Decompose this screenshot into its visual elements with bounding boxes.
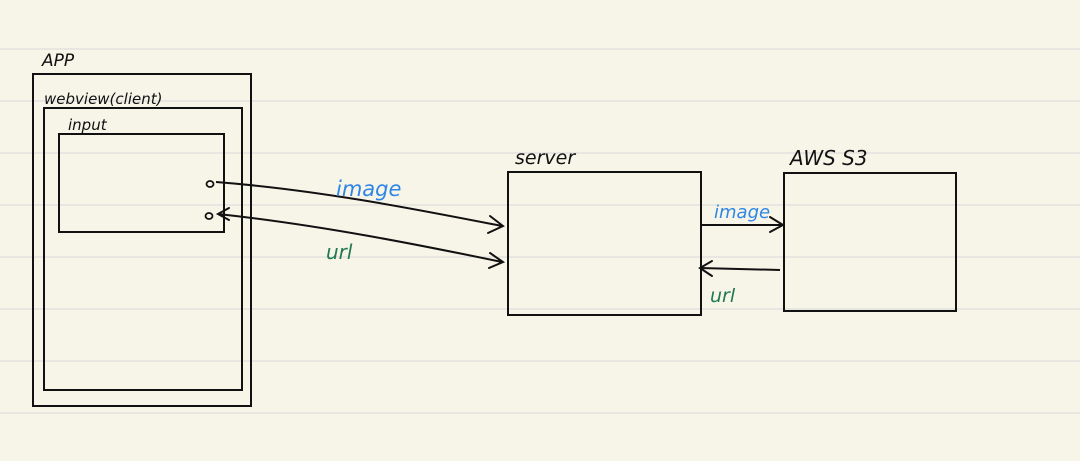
url-flow-label-left: url	[326, 240, 353, 264]
s3-label: AWS S3	[788, 146, 868, 170]
app-label: APP	[41, 51, 75, 71]
image-flow-label-right: image	[714, 202, 770, 223]
input-box	[58, 133, 225, 233]
arrow-head	[698, 260, 713, 277]
output-port	[205, 180, 215, 188]
arrow-image-to-server	[215, 181, 503, 227]
input-label: input	[68, 116, 108, 134]
url-flow-label-right: url	[710, 285, 736, 307]
input-port	[204, 212, 214, 220]
server-label: server	[515, 147, 576, 169]
s3-box	[783, 172, 957, 312]
webview-label: webview(client)	[44, 90, 162, 108]
arrow-head	[487, 215, 505, 234]
webview-box	[43, 107, 243, 391]
server-box	[507, 171, 702, 316]
arrow-url-to-server	[699, 267, 781, 271]
arrow-url-to-client	[217, 213, 503, 263]
arrow-head	[488, 252, 506, 269]
ruled-lines	[0, 48, 1080, 414]
arrow-head	[215, 207, 230, 221]
arrow-head	[769, 216, 786, 233]
image-flow-label-left: image	[336, 177, 401, 201]
app-box	[32, 73, 252, 407]
